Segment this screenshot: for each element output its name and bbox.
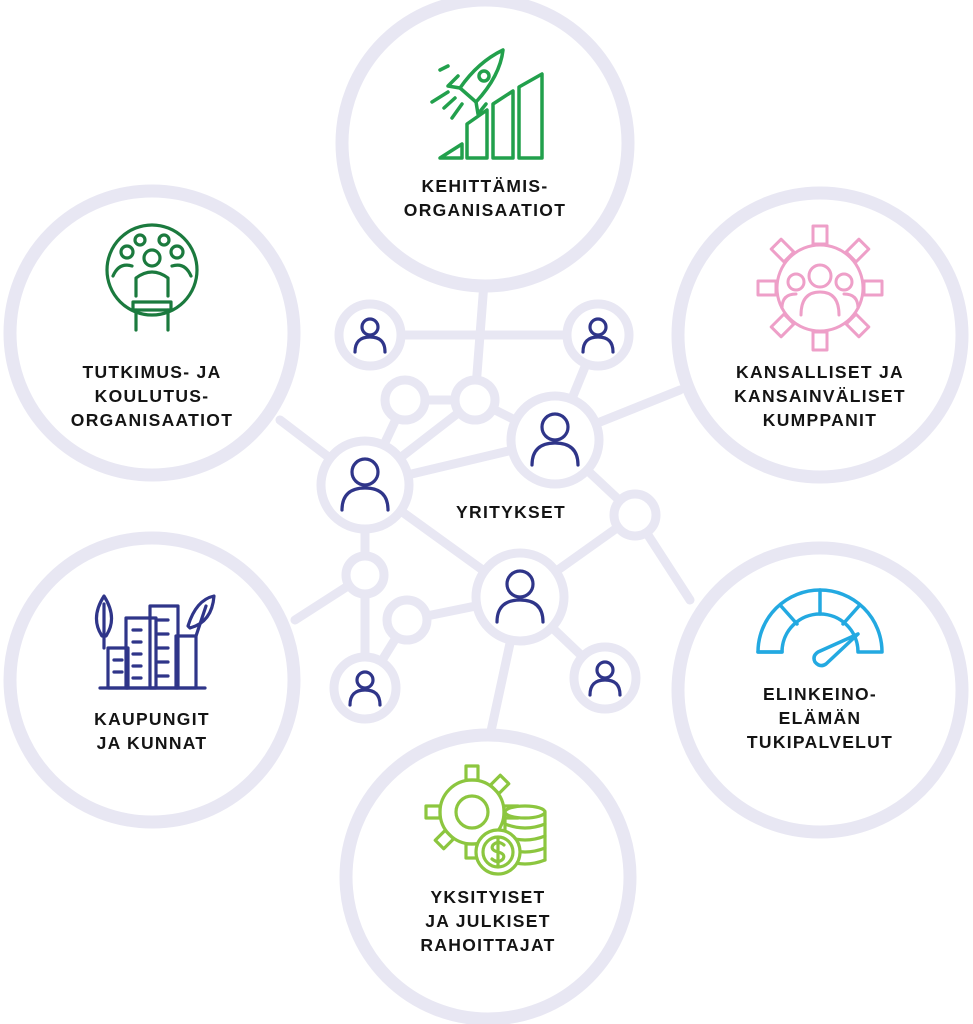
empty-node <box>382 595 432 645</box>
tutkimus-ring <box>3 184 301 482</box>
empty-node <box>609 489 661 541</box>
yksityiset-label: YKSITYISET JA JULKISET RAHOITTAJAT <box>420 887 555 955</box>
person-node <box>316 436 414 534</box>
person-icon <box>581 317 615 354</box>
kehittamis-label: KEHITTÄMIS- ORGANISAATIOT <box>404 176 566 220</box>
kaupungit-label: KAUPUNGIT JA KUNNAT <box>94 709 210 753</box>
elinkeino-label-line: ELÄMÄN <box>779 708 862 728</box>
center-label: YRITYKSET <box>456 502 566 522</box>
person-node <box>329 652 401 724</box>
city-buildings-icon <box>94 594 216 690</box>
rocket-growth-icon <box>430 48 544 160</box>
kansalliset-label-line: KANSALLISET JA <box>736 362 904 382</box>
kaupungit-label-line: KAUPUNGIT <box>94 709 210 729</box>
person-icon <box>353 317 387 354</box>
yksityiset-label-line: JA JULKISET <box>425 911 550 931</box>
kansalliset-ring <box>671 186 969 484</box>
people-gear-icon <box>756 224 884 352</box>
person-icon <box>340 457 390 512</box>
tutkimus-label: TUTKIMUS- JA KOULUTUS- ORGANISAATIOT <box>71 362 233 430</box>
kansalliset-label-line: KUMPPANIT <box>763 410 877 430</box>
people-group-circle-icon <box>105 223 199 332</box>
person-icon <box>495 569 545 624</box>
yksityiset-ring <box>339 728 637 1024</box>
kehittamis-ring <box>335 0 635 293</box>
tutkimus-label-line: TUTKIMUS- JA <box>82 362 221 382</box>
speedometer-icon <box>756 588 884 668</box>
kehittamis-label-line: ORGANISAATIOT <box>404 200 566 220</box>
empty-node <box>450 375 500 425</box>
person-node <box>506 391 604 489</box>
elinkeino-label: ELINKEINO- ELÄMÄN TUKIPALVELUT <box>747 684 893 752</box>
yksityiset-label-line: RAHOITTAJAT <box>420 935 555 955</box>
person-icon <box>530 412 580 467</box>
yksityiset-label-line: YKSITYISET <box>430 887 545 907</box>
tutkimus-label-line: KOULUTUS- <box>95 386 210 406</box>
person-icon <box>588 660 622 697</box>
empty-node <box>341 551 389 599</box>
kaupungit-label-line: JA KUNNAT <box>97 733 208 753</box>
person-node <box>334 299 406 371</box>
elinkeino-ring <box>671 541 969 839</box>
kansalliset-label-line: KANSAINVÄLISET <box>734 386 906 406</box>
person-node <box>471 548 569 646</box>
tutkimus-label-line: ORGANISAATIOT <box>71 410 233 430</box>
empty-node <box>380 375 430 425</box>
person-icon <box>348 670 382 707</box>
elinkeino-label-line: ELINKEINO- <box>763 684 877 704</box>
kansalliset-label: KANSALLISET JA KANSAINVÄLISET KUMPPANIT <box>734 362 906 430</box>
kehittamis-label-line: KEHITTÄMIS- <box>421 176 548 196</box>
person-node <box>562 299 634 371</box>
kaupungit-ring <box>3 531 301 829</box>
elinkeino-label-line: TUKIPALVELUT <box>747 732 893 752</box>
person-node <box>569 642 641 714</box>
gear-coins-icon <box>424 764 547 876</box>
